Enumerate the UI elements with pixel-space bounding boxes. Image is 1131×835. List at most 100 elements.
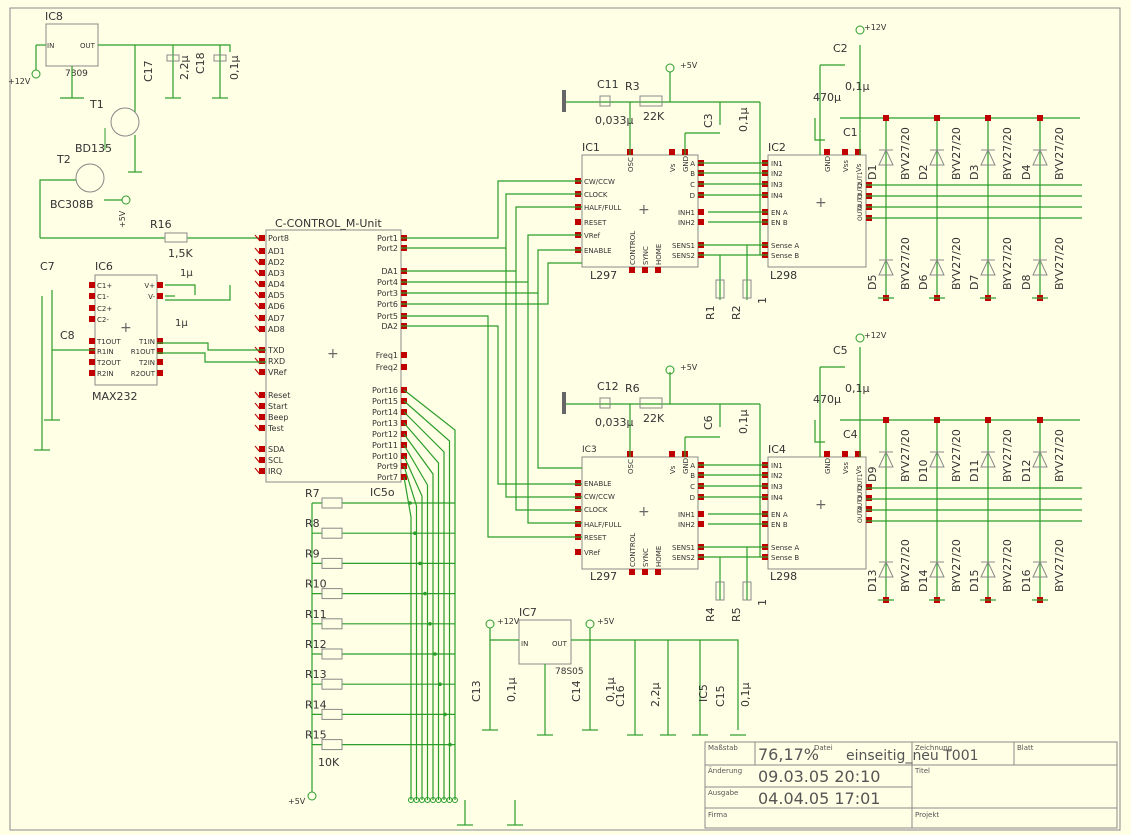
diodes-lower-bot-type-1: BYV27/20: [950, 539, 963, 592]
t2-5v-label: +5V: [118, 210, 127, 228]
ic1-pins-rpin-3: D: [690, 192, 695, 200]
ic3-pins-tpin-2: GND: [682, 458, 690, 474]
ic1-pins-lpin-2: HALF/FULL: [584, 204, 621, 212]
c13-value: 0,1μ: [505, 678, 518, 703]
max232-pin-4: T1OUT: [96, 338, 121, 346]
diodes-lower-bot-name-2: D15: [968, 570, 981, 592]
c5-value: 0,1μ: [845, 382, 870, 395]
upper-5v-label: +5V: [680, 61, 698, 70]
ic4-pins-lpin-5: EN B: [771, 521, 788, 529]
ic1-pins-bpin-0: CONTROL: [629, 231, 637, 265]
max232-rpin-3: R1OUT: [131, 348, 156, 356]
diodes-lower-bot-type-2: BYV27/20: [1001, 539, 1014, 592]
cc-pin-port12: Port12: [372, 430, 398, 439]
c15-label: C15: [714, 685, 727, 707]
blatt-label: Blatt: [1017, 744, 1034, 752]
ic2-pins-tpin-2: Vs: [855, 163, 863, 172]
ladder-name-7: R14: [305, 698, 327, 711]
max232-rpin-4: T2IN: [138, 359, 155, 367]
ic2-pins-tpin-1: Vss: [842, 160, 850, 172]
ic4-type: L298: [770, 570, 797, 583]
ic8-in: IN: [47, 42, 54, 50]
c2-value: 0,1μ: [845, 80, 870, 93]
diodes-upper-bot-type-1: BYV27/20: [950, 237, 963, 290]
ic6-c-value-top: 1μ: [180, 268, 193, 279]
ic4-pins-lpin-3: IN4: [771, 494, 783, 502]
cc-pin-ad1: AD1: [268, 247, 285, 256]
c5-label: C5: [833, 344, 848, 357]
diodes-lower-top-type-0: BYV27/20: [899, 429, 912, 482]
cc-pin-reset: Reset: [268, 391, 290, 400]
max232-pins: C1+C1-C2+C2-T1OUTR1INT2OUTR2INV+V-T1INR1…: [89, 282, 163, 378]
titel-label: Titel: [914, 767, 930, 775]
diodes-upper-bot-type-3: BYV27/20: [1053, 237, 1066, 290]
diodes-upper-top-type-1: BYV27/20: [950, 127, 963, 180]
r2-label: R2: [730, 305, 743, 320]
ic2-pins-tpin-0: GND: [824, 156, 832, 172]
c12-label: C12: [597, 380, 619, 393]
diodes-lower-top-type-1: BYV27/20: [950, 429, 963, 482]
ic2-pins-rpin-3: OUT4: [857, 204, 864, 221]
ic7-out: OUT: [552, 640, 568, 648]
r6-label: R6: [625, 382, 640, 395]
ic2-pins-rpin-1: OUT2: [857, 182, 864, 199]
t1-type: BD135: [75, 142, 112, 155]
cc-pin-ad6: AD6: [268, 302, 285, 311]
datei-label: Datei: [814, 744, 833, 752]
diodes-upper-top-name-0: D1: [866, 165, 879, 180]
ic3-pins-bpin-2: HOME: [655, 546, 663, 567]
diodes-upper-bot-name-0: D5: [866, 275, 879, 290]
title-block: [704, 741, 1118, 829]
ic3-type: L297: [590, 570, 617, 583]
l297-ic3: L297 IC3 + ENABLECW/CCWCLOCKHALF/FULLRES…: [575, 445, 704, 583]
ic4-pins-rpin-0: OUT1: [857, 473, 864, 490]
diodes-lower-top-name-2: D11: [968, 460, 981, 482]
cc-pin-sda: SDA: [268, 445, 285, 454]
diodes-upper-top-name-2: D3: [968, 165, 981, 180]
datei-value: einseitig_neu T001: [846, 748, 979, 764]
ic3-pins-bpin-0: CONTROL: [629, 533, 637, 567]
c11-label: C11: [597, 78, 619, 91]
c7-label: C7: [40, 260, 55, 273]
svg-text:+: +: [815, 497, 827, 513]
cc-pin-start: Start: [268, 402, 288, 411]
cc-pin-port8: Port8: [268, 234, 289, 243]
ic3-pins-rpin-3: D: [690, 494, 695, 502]
ladder-name-8: R15: [305, 729, 327, 742]
ic7-regulator: IC7 IN OUT 78S05 +12V +5V C13 0,1μ C14 0…: [470, 606, 752, 736]
ic2-pins-lpin-2: IN3: [771, 181, 783, 189]
ic2-pins-lpin-6: Sense A: [771, 242, 799, 250]
ic7-5v-label: +5V: [597, 617, 615, 626]
ladder-name-2: R9: [305, 547, 320, 560]
diodes-lower-bot-type-3: BYV27/20: [1053, 539, 1066, 592]
aenderung-value: 09.03.05 20:10: [758, 767, 880, 786]
ic2-pins-lpin-1: IN2: [771, 170, 783, 178]
cc-pin-port4: Port4: [377, 278, 398, 287]
ic2-pins-rpin-0: OUT1: [857, 171, 864, 188]
ic1-pins-bpin-1: SYNC: [642, 246, 650, 265]
ladder-name-0: R7: [305, 487, 320, 500]
r16-label: R16: [150, 218, 172, 231]
max232-rpin-2: T1IN: [138, 338, 155, 346]
diodes-upper-bot-type-2: BYV27/20: [1001, 237, 1014, 290]
r3-label: R3: [625, 80, 640, 93]
c18-label: C18: [194, 52, 207, 74]
ic6-type: MAX232: [92, 390, 138, 403]
cc-pin-ad8: AD8: [268, 325, 285, 334]
ic1-pins-bpin-2: HOME: [655, 244, 663, 265]
svg-text:+: +: [120, 320, 132, 336]
transistor-t2: T2 BC308B +5V: [39, 153, 131, 238]
ic1-pins-tpin-2: GND: [682, 156, 690, 172]
ic4-label: IC4: [768, 443, 786, 456]
diodes-lower-top-name-1: D10: [917, 460, 930, 482]
diodes-lower-bot-name-3: D16: [1020, 570, 1033, 592]
max232-pin-1: C1-: [97, 293, 109, 301]
ic4-pins-rpin-2: OUT3: [857, 495, 864, 512]
ic1-pins-lpin-0: CW/CCW: [584, 178, 615, 186]
cc-pin-port7: Port7: [377, 473, 398, 482]
